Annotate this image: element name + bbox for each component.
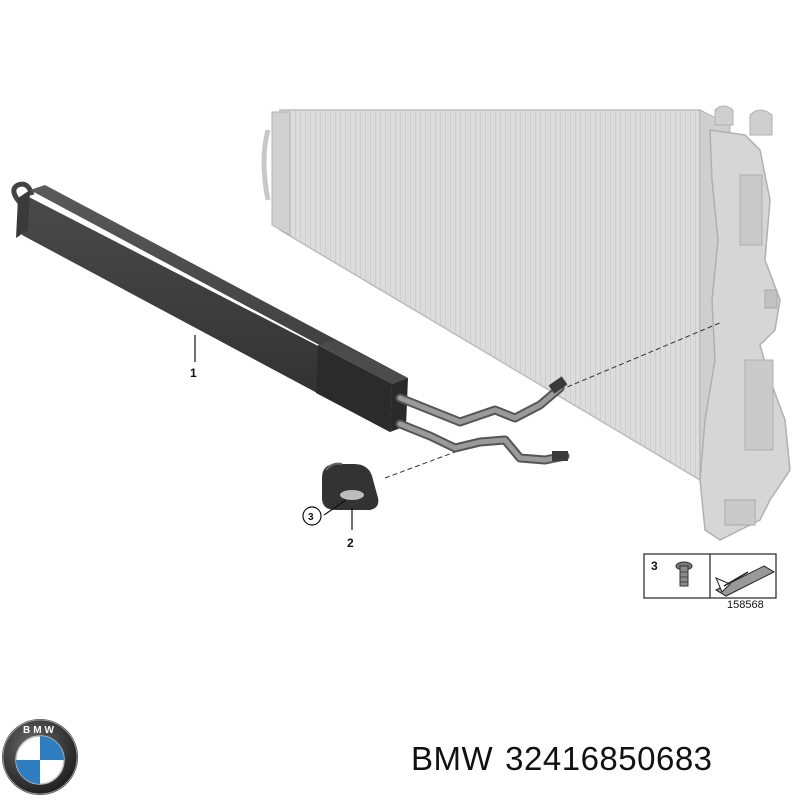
oil-cooler xyxy=(11,181,408,432)
callout-3: 3 xyxy=(308,512,314,523)
cooler-pipes xyxy=(395,376,570,465)
legend-number: 3 xyxy=(651,559,658,573)
callout-3-circle xyxy=(302,506,322,526)
callout-lines xyxy=(194,335,353,530)
tightening-arrow-icon xyxy=(714,565,776,597)
brand-name: BMW xyxy=(411,740,494,777)
radiator xyxy=(261,105,791,541)
bmw-logo: BMW xyxy=(2,719,78,795)
logo-lettering: BMW xyxy=(23,725,57,736)
callout-2: 2 xyxy=(347,536,354,550)
leader-lines xyxy=(384,321,723,479)
rubber-mount xyxy=(322,462,379,510)
part-number: 32416850683 xyxy=(505,740,713,777)
screw-icon xyxy=(675,561,693,587)
part-label: BMW 32416850683 xyxy=(411,740,713,778)
callout-1: 1 xyxy=(190,366,197,380)
figure-id: 158568 xyxy=(727,599,764,611)
legend-box: 3 158568 xyxy=(643,553,777,611)
